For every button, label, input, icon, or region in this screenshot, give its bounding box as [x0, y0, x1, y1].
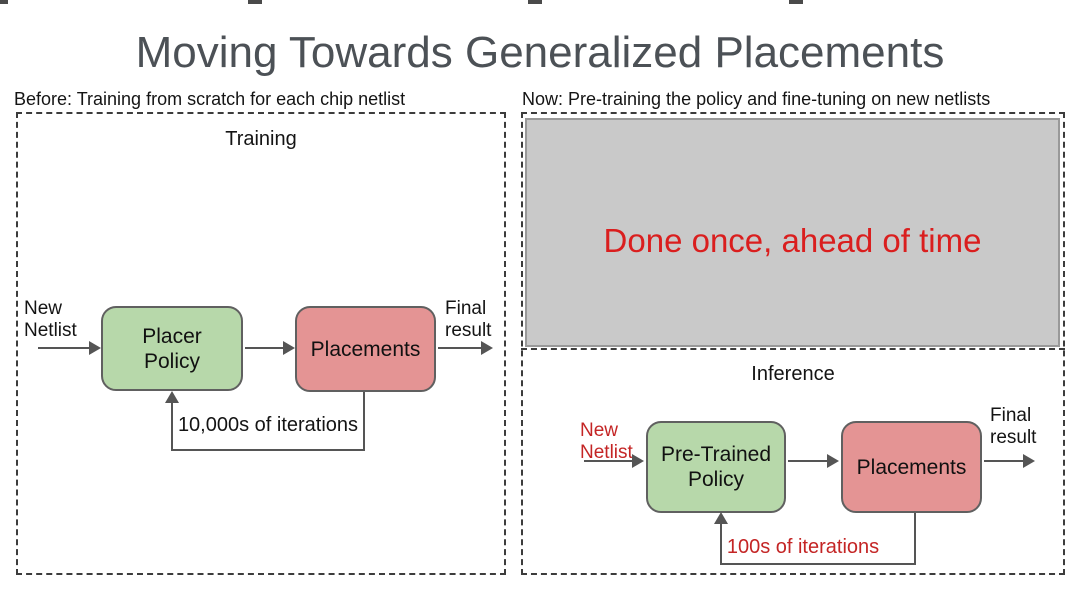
feedback-line-bottom	[720, 563, 916, 565]
now-panel: Done once, ahead of time Inference New N…	[521, 112, 1065, 575]
arrow-right-icon	[632, 454, 644, 468]
done-once-label: Done once, ahead of time	[603, 221, 982, 259]
arrow-up-icon	[714, 512, 728, 524]
final-result-label: Final result	[990, 405, 1037, 448]
training-label: Training	[225, 128, 297, 150]
panel-divider	[521, 348, 1065, 350]
slide-title: Moving Towards Generalized Placements	[135, 28, 945, 77]
before-heading: Before: Training from scratch for each c…	[14, 89, 406, 109]
top-edge-artifact	[0, 0, 8, 4]
output-arrow-line	[438, 347, 482, 349]
feedback-line-bottom	[171, 449, 365, 451]
top-edge-artifact	[528, 0, 542, 4]
arrow-right-icon	[481, 341, 493, 355]
iterations-label: 10,000s of iterations	[177, 414, 359, 436]
placements-box: Placements	[295, 306, 436, 392]
arrow-right-icon	[89, 341, 101, 355]
top-edge-artifact	[789, 0, 803, 4]
input-arrow-line	[584, 460, 633, 462]
final-result-label: Final result	[445, 298, 492, 341]
feedback-line-up	[720, 523, 722, 563]
top-edge-artifact	[248, 0, 262, 4]
policy-to-placements-line	[245, 347, 284, 349]
training-panel: Training New Netlist Placer Policy Place…	[16, 112, 506, 575]
arrow-up-icon	[165, 391, 179, 403]
placements-box: Placements	[841, 421, 982, 513]
inference-label: Inference	[751, 363, 835, 385]
policy-to-placements-line	[788, 460, 828, 462]
now-heading: Now: Pre-training the policy and fine-tu…	[522, 89, 991, 109]
feedback-line-up	[171, 402, 173, 451]
arrow-right-icon	[1023, 454, 1035, 468]
feedback-line-down	[914, 513, 916, 565]
input-arrow-line	[38, 347, 90, 349]
pretraining-banner-box: Done once, ahead of time	[525, 118, 1060, 347]
new-netlist-label: New Netlist	[24, 298, 77, 341]
new-netlist-label: New Netlist	[580, 420, 633, 463]
arrow-right-icon	[283, 341, 295, 355]
iterations-label: 100s of iterations	[726, 536, 880, 558]
arrow-right-icon	[827, 454, 839, 468]
pretrained-policy-box: Pre-Trained Policy	[646, 421, 786, 513]
feedback-line-down	[363, 392, 365, 451]
output-arrow-line	[984, 460, 1024, 462]
placer-policy-box: Placer Policy	[101, 306, 243, 391]
